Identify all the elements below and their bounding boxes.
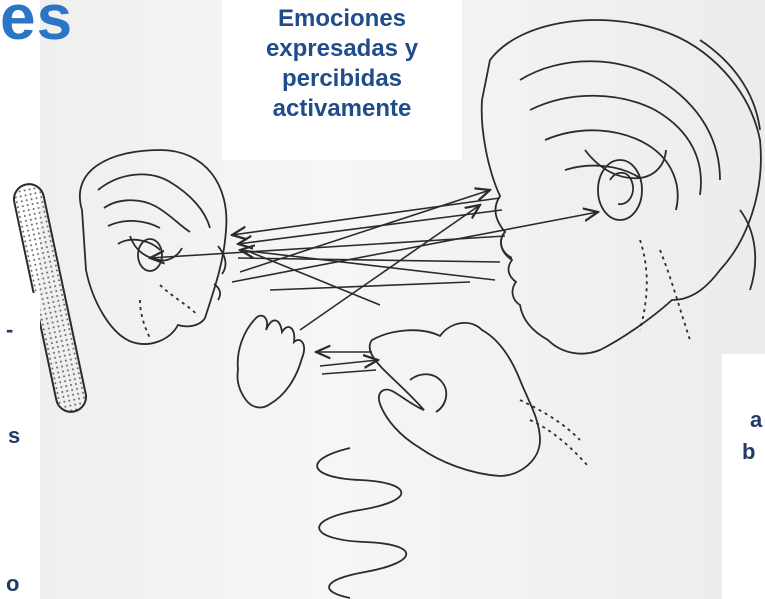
baby-hand <box>237 316 304 408</box>
caption-line-4: activamente <box>222 94 462 124</box>
mother-head <box>482 20 761 354</box>
emotions-caption: Emociones expresadas y percibidas activa… <box>222 4 462 124</box>
interaction-arrows <box>150 190 598 330</box>
right-text-panel <box>722 354 765 599</box>
sound-wave <box>317 448 406 598</box>
hand-arrows <box>316 352 378 374</box>
caption-line-1: Emociones <box>222 4 462 34</box>
left-fragment-1: - <box>6 318 13 342</box>
caption-line-2: expresadas y <box>222 34 462 64</box>
slide-title-fragment: es <box>0 0 73 54</box>
left-fragment-3: o <box>6 572 19 596</box>
right-fragment-1: a <box>750 408 762 432</box>
left-fragment-2: s <box>8 424 20 448</box>
baby-head <box>80 150 227 344</box>
right-fragment-2: b <box>742 440 755 464</box>
caption-line-3: percibidas <box>222 64 462 94</box>
